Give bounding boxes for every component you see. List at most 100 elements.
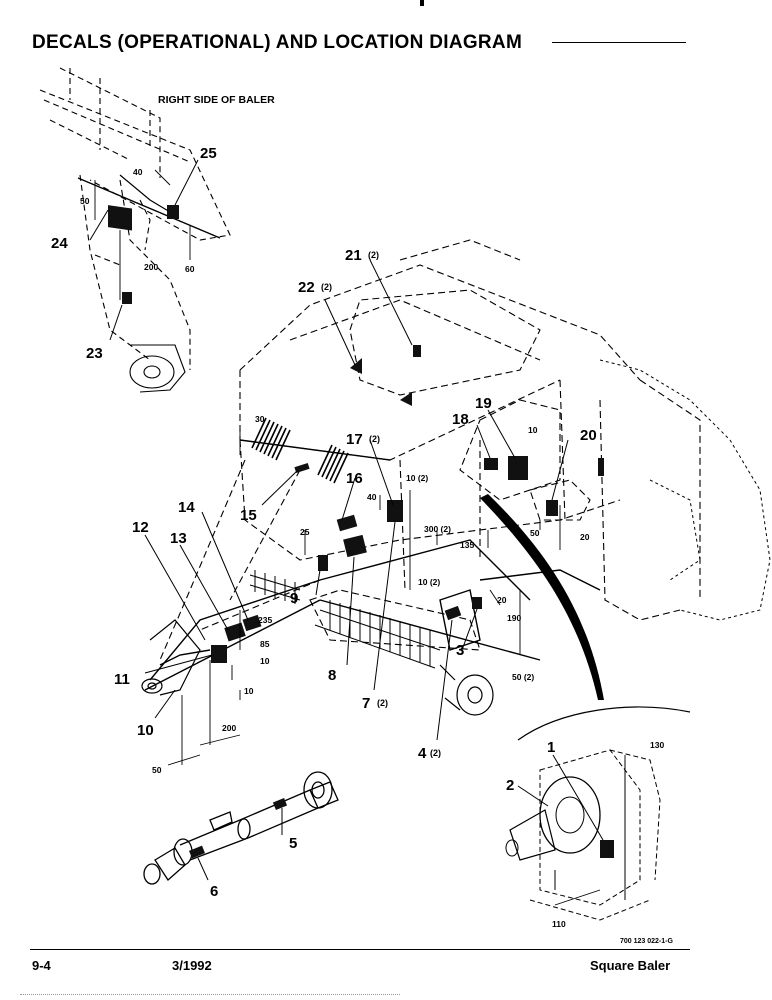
- callout-7-qty: (2): [377, 698, 388, 708]
- callout-11: 11: [114, 671, 130, 688]
- callout-8: 8: [328, 667, 336, 684]
- vent-grille-left: [251, 417, 291, 461]
- dimension-lines: [94, 169, 626, 906]
- inset-frame-line: [77, 177, 221, 239]
- decal-19: [508, 456, 528, 480]
- dim-110: 110: [552, 919, 566, 929]
- callout-19: 19: [475, 395, 492, 412]
- dim-235: 235: [258, 615, 272, 625]
- decal-tractor: [598, 458, 604, 476]
- decal-7: [387, 500, 403, 522]
- callout-4-qty: (2): [430, 748, 441, 758]
- dim-300-2: 300 (2): [424, 524, 451, 534]
- inset-outline: [39, 67, 231, 370]
- dim-30: 30: [255, 414, 265, 424]
- callout-12: 12: [132, 519, 149, 536]
- pto-shaft: [143, 771, 339, 885]
- decal-25: [167, 205, 179, 219]
- inset-wheel: [129, 355, 175, 389]
- dim-25: 25: [300, 527, 310, 537]
- decal-20: [546, 500, 558, 516]
- callout-4: 4: [418, 745, 427, 762]
- view-label: RIGHT SIDE OF BALER: [158, 94, 275, 106]
- callout-17: 17: [346, 431, 363, 448]
- leader-lines: [89, 159, 604, 881]
- decal-6: [189, 845, 205, 859]
- dim-10-2a: 10 (2): [406, 473, 428, 483]
- callout-5: 5: [289, 835, 297, 852]
- dim-20-mid: 20: [497, 595, 507, 605]
- scan-mark: [420, 0, 424, 6]
- footer-rule: [30, 949, 690, 950]
- dim-10-right: 10: [528, 425, 538, 435]
- dim-200-top: 200: [144, 262, 158, 272]
- scan-artifact: [20, 994, 400, 995]
- title-rule: [552, 42, 686, 43]
- dim-50-bot: 50: [152, 765, 162, 775]
- callout-25: 25: [200, 145, 217, 162]
- vent-grille-right: [317, 444, 349, 484]
- decal-24: [108, 205, 132, 231]
- dim-10-2b: 10 (2): [418, 577, 440, 587]
- callout-22-qty: (2): [321, 282, 332, 292]
- decal-11: [211, 645, 227, 663]
- callout-15: 15: [240, 507, 257, 524]
- callout-9: 9: [290, 590, 298, 607]
- dim-190: 190: [507, 613, 521, 623]
- callout-3: 3: [456, 642, 464, 659]
- right-side-inset: [39, 67, 231, 393]
- baler-body: [159, 239, 701, 661]
- callout-24: 24: [51, 235, 68, 252]
- callout-18: 18: [452, 411, 469, 428]
- callout-20: 20: [580, 427, 597, 444]
- dim-130: 130: [650, 740, 664, 750]
- decal-18: [484, 458, 498, 470]
- dimension-labels: 40 50 60 200 30 25 40 10 (2) 10 300 (2) …: [80, 167, 664, 929]
- dim-10-b: 10: [244, 686, 254, 696]
- decal-8: [343, 534, 367, 558]
- decal-4: [444, 605, 462, 621]
- dim-50-2: 50 (2): [512, 672, 534, 682]
- baler-frame-solid: [144, 439, 601, 691]
- dim-50-right: 50: [530, 528, 540, 538]
- detail-inset: [505, 706, 691, 921]
- dim-50-top: 50: [80, 196, 90, 206]
- callout-23: 23: [86, 345, 103, 362]
- callout-13: 13: [170, 530, 187, 547]
- callout-10: 10: [137, 722, 154, 739]
- decal-3: [472, 597, 482, 609]
- baler-wheel: [439, 664, 494, 716]
- decal-22b: [400, 392, 412, 406]
- dim-200-bot: 200: [222, 723, 236, 733]
- footer-product: Square Baler: [590, 958, 671, 973]
- callout-6: 6: [210, 883, 218, 900]
- dim-85: 85: [260, 639, 270, 649]
- callout-16: 16: [346, 470, 363, 487]
- tractor-outline: [599, 359, 771, 621]
- decal-21: [413, 345, 421, 357]
- dim-40-top: 40: [133, 167, 143, 177]
- callout-22: 22: [298, 279, 315, 296]
- callout-14: 14: [178, 499, 195, 516]
- callout-21-qty: (2): [368, 250, 379, 260]
- drawing-number: 700 123 022-1-G: [620, 938, 673, 945]
- pickup-drum: [249, 570, 441, 669]
- footer-page-number: 9-4: [32, 958, 51, 973]
- decal-16: [336, 514, 358, 532]
- decal-5: [272, 798, 288, 810]
- decal-9: [318, 555, 328, 571]
- page-title: DECALS (OPERATIONAL) AND LOCATION DIAGRA…: [32, 32, 523, 53]
- footer-date: 3/1992: [172, 958, 212, 973]
- dim-60: 60: [185, 264, 195, 274]
- callout-21: 21: [345, 247, 362, 264]
- dim-20-right: 20: [580, 532, 590, 542]
- callout-1: 1: [547, 739, 555, 756]
- decal-13: [224, 622, 246, 642]
- callout-7: 7: [362, 695, 370, 712]
- callout-labels: 25 24 23 21 (2) 22 (2) 17 (2) 18 19 20 1…: [51, 145, 597, 900]
- callout-2: 2: [506, 777, 514, 794]
- decal-23: [122, 292, 132, 304]
- callout-17-qty: (2): [369, 434, 380, 444]
